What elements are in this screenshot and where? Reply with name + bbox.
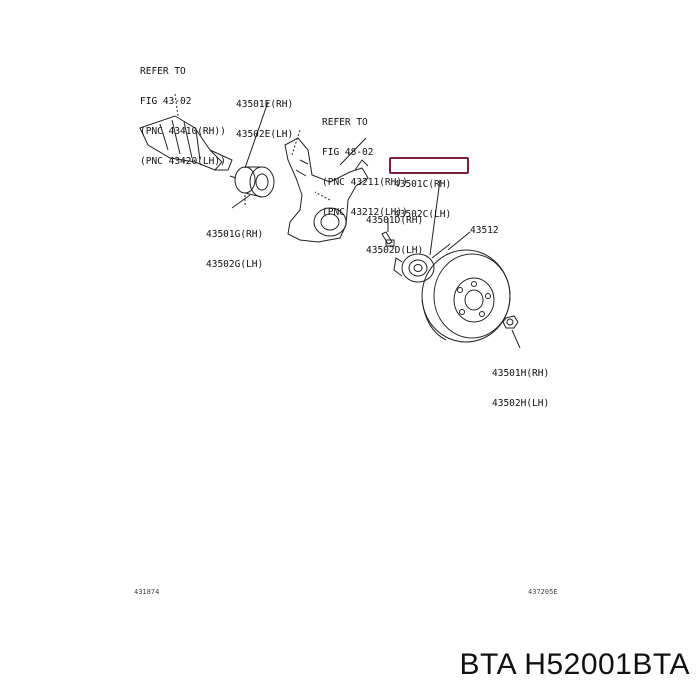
part-label-43501C[interactable]: 43501C(RH) 43502C(LH) bbox=[394, 179, 452, 220]
part-label-43501E[interactable]: 43501E(RH) 43502E(LH) bbox=[236, 99, 294, 140]
leader-lines bbox=[231, 101, 521, 349]
bolt-drawing bbox=[381, 231, 395, 247]
part-label-43501D[interactable]: 43501D(RH) 43502D(LH) bbox=[366, 215, 424, 256]
part-highlight-box bbox=[389, 157, 469, 174]
brake-disc-drawing bbox=[421, 249, 511, 343]
hub-drawing bbox=[393, 243, 451, 283]
part-label-43512[interactable]: 43512 bbox=[470, 225, 499, 236]
ref-fig-43-02: REFER TO FIG 43-02 (PNC 43410(RH)) (PNC … bbox=[140, 66, 226, 167]
bearing-seal-drawing bbox=[229, 166, 275, 205]
part-label-43501H[interactable]: 43501H(RH) 43502H(LH) bbox=[492, 368, 550, 409]
steering-knuckle-drawing bbox=[284, 129, 369, 243]
nut-drawing bbox=[502, 315, 519, 329]
figure-id-left: 431874 bbox=[134, 588, 160, 596]
part-number-caption: BTA H52001BTA bbox=[459, 648, 690, 681]
part-label-43501G[interactable]: 43501G(RH) 43502G(LH) bbox=[206, 229, 264, 270]
figure-id-right: 437205E bbox=[528, 588, 558, 596]
drive-shaft-drawing bbox=[139, 93, 233, 171]
ref-fig-48-02: REFER TO FIG 48-02 (PNC 43211(RH)) (PNC … bbox=[322, 117, 408, 218]
